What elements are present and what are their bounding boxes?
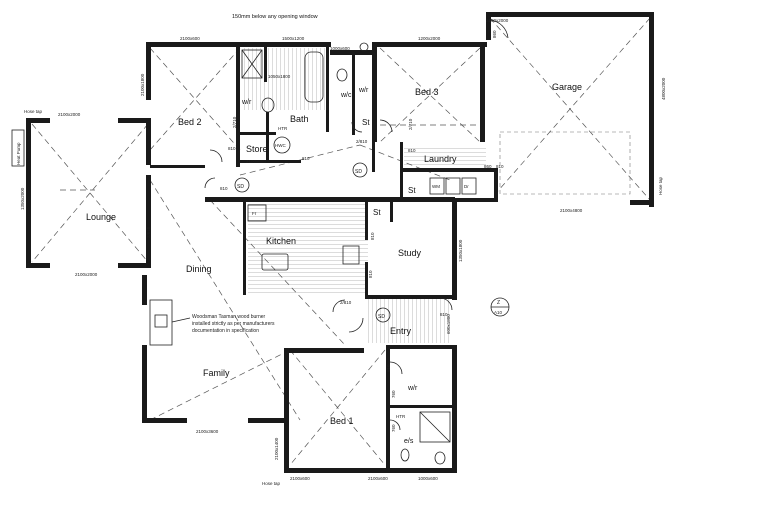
dim: 2100x1800	[140, 73, 145, 96]
section-letter: Z	[497, 300, 500, 306]
dim: 810	[408, 148, 416, 153]
htr-es-label: HTR	[396, 414, 406, 419]
dim: 2100x2000	[58, 112, 81, 117]
room-bath: Bath	[290, 114, 309, 124]
dim: 810	[386, 364, 391, 372]
hatched-areas	[242, 48, 631, 343]
dim: 2100x600	[368, 476, 388, 481]
heat-pump-label: Heat Pump	[16, 142, 21, 165]
htr-bath-label: HTR	[278, 126, 288, 131]
dim: 2100x4800	[560, 208, 583, 213]
hwc-label: HWC	[275, 143, 286, 148]
dr-label: Dr	[464, 184, 469, 189]
dim: 810	[302, 156, 310, 161]
hose-tap-top: Hose tap	[24, 109, 43, 114]
dim: 2100x600	[246, 159, 266, 164]
dim: 2/710	[232, 116, 237, 128]
room-wc: w/c	[340, 92, 352, 99]
dim: 860	[484, 164, 492, 169]
dim: 810	[370, 232, 375, 240]
wm-label: WM	[432, 184, 440, 189]
fixtures	[11, 19, 510, 465]
sd-label-3: SD	[378, 314, 385, 320]
dim: 2100x600	[290, 476, 310, 481]
dim: 1050x1800	[268, 74, 291, 79]
room-wr-bed1: w/r	[407, 385, 418, 392]
dim: 2100x3600	[196, 429, 219, 434]
dim: 2100x2000	[75, 272, 98, 277]
burner-note-line1: Woodsman Tasman wood burner	[192, 314, 266, 320]
misc-labels: Hose tap Hose tap Hose tap Heat Pump HWC…	[16, 109, 663, 486]
dim: 810	[440, 312, 448, 317]
dim: 760	[391, 390, 396, 398]
burner-note: Woodsman Tasman wood burner installed st…	[171, 314, 275, 334]
room-dining: Dining	[186, 264, 212, 274]
dim: 810	[220, 186, 228, 191]
room-kitchen: Kitchen	[266, 236, 296, 246]
dim: 760	[391, 424, 396, 432]
dim: 600x1800	[446, 314, 451, 334]
room-study: Study	[398, 248, 422, 258]
dim: 2/710	[408, 118, 413, 130]
hose-tap-bottom: Hose tap	[262, 481, 281, 486]
room-bed3: Bed 3	[415, 87, 439, 97]
dim: 1500x1200	[282, 36, 305, 41]
hose-tap-right: Hose tap	[658, 176, 663, 195]
room-st-laundry: St	[408, 186, 416, 195]
room-bed2: Bed 2	[178, 117, 202, 127]
room-store: Store	[246, 144, 268, 154]
room-laundry: Laundry	[424, 154, 457, 164]
room-wr-bath: w/r	[241, 99, 252, 106]
room-family: Family	[203, 368, 230, 378]
dim: 2100x2000	[486, 18, 509, 23]
dim: 1200x2000	[418, 36, 441, 41]
opening-window-note: 150mm below any opening window	[232, 14, 318, 20]
dim: 2100x600	[180, 36, 200, 41]
room-st-kitchen: St	[373, 208, 381, 217]
dim: 2/810	[356, 139, 368, 144]
dim: 810	[368, 270, 373, 278]
room-labels: Bed 2 Bath w/r w/c w/r Bed 3 Garage Stor…	[86, 82, 582, 445]
dim: 1350x2000	[20, 187, 25, 210]
walls	[26, 12, 654, 473]
dim: 2100x1400	[274, 437, 279, 460]
dim: 1000x600	[330, 46, 350, 51]
room-garage: Garage	[552, 82, 582, 92]
dim: 1000x600	[418, 476, 438, 481]
dim: 4800x2000	[661, 77, 666, 100]
burner-note-line2: installed strictly as per manufacturers	[192, 321, 275, 327]
room-st-hall: St	[362, 118, 370, 127]
room-lounge: Lounge	[86, 212, 116, 222]
dim: 2/810	[146, 226, 151, 238]
room-entry: Entry	[390, 326, 412, 336]
fridge-label: Fr	[252, 211, 257, 216]
room-wr-hall: w/r	[358, 87, 369, 94]
sd-label-2: SD	[355, 169, 362, 175]
dimension-labels: 2100x600 1500x1200 1000x600 1200x2000 21…	[20, 18, 666, 481]
sd-label-1: SD	[237, 184, 244, 190]
burner-note-line3: documentation in specification	[192, 328, 259, 334]
room-bed1: Bed 1	[330, 416, 354, 426]
dim: 860	[492, 30, 497, 38]
dim: 810	[228, 146, 236, 151]
section-ref: A10	[494, 310, 503, 315]
room-ensuite: e/s	[404, 438, 414, 445]
dim: 810	[496, 164, 504, 169]
dim: 1350x1800	[458, 239, 463, 262]
dim: 2/810	[340, 300, 352, 305]
